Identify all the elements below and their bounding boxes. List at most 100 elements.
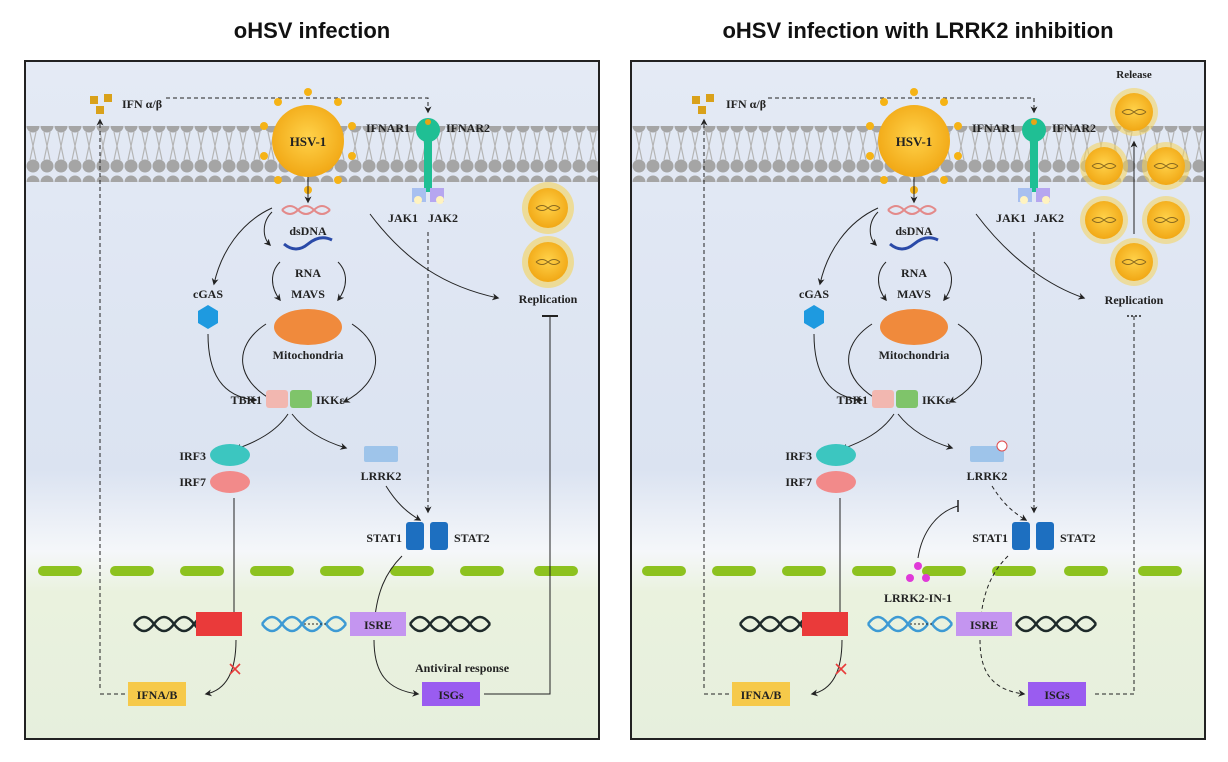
tbk1-to-lrrk2-arrow [291,413,348,450]
mitochondria-icon [880,309,948,345]
isre-to-isgs-arrow [979,639,1026,697]
dsdna-to-cgas-arrow [211,207,273,286]
ikke-label: IKKε [922,393,950,407]
hsv-virus-icon [260,88,356,194]
stat2-icon [1036,522,1054,550]
rna-to-mavs-arrow-right [337,261,346,302]
nuclear-envelope [38,566,578,576]
jak2-label: JAK2 [1034,211,1064,225]
tbk1-label: TBK1 [231,393,262,407]
isgs-inhibit-replication-line [514,316,551,695]
isgs-inhibit-replication-line [1094,316,1135,695]
lrrk2-icon [364,446,398,462]
rna-label: RNA [295,266,321,280]
stat1-icon [1012,522,1030,550]
irf7-label: IRF7 [785,475,812,489]
cgas-label: cGAS [799,287,829,301]
ifnab-box [732,682,790,706]
hsv-label: HSV-1 [896,134,933,149]
dsdna-icon [281,205,331,215]
right-diagram: IFN α/β HSV-1 IFNAR1 IFNAR2 JAK1 JAK2 Re… [632,62,1204,738]
cgas-to-tbk1-arrow [813,333,864,404]
ifnar2-label: IFNAR2 [1052,121,1096,135]
left-panel: IFN α/β HSV-1 IFNAR1 IFNAR2 JAK1 JAK2 [24,60,600,740]
ikke-icon [290,390,312,408]
tbk1-icon [266,390,288,408]
rna-to-mavs-arrow-left [272,261,281,302]
virion-icon [1141,195,1191,245]
dsdna-icon [887,205,937,215]
cgas-label: cGAS [193,287,223,301]
irf3-icon [210,444,250,466]
lrrk2-to-stat-arrow [385,485,422,521]
virion-icon [1109,87,1159,137]
ifnar1-label: IFNAR1 [972,121,1016,135]
isgs-box [1028,682,1086,706]
jak1-label: JAK1 [388,211,418,225]
mito-to-ikke-arrow [948,323,983,403]
ifnab-label: IFNA/B [137,688,178,702]
isgs-box [422,682,480,706]
jak1-label: JAK1 [996,211,1026,225]
tbk1-to-lrrk2-arrow [897,413,954,450]
hsv-label: HSV-1 [290,134,327,149]
right-panel-title: oHSV infection with LRRK2 inhibition [722,18,1114,43]
virion-icon [1079,141,1129,191]
stat1-label: STAT1 [366,531,402,545]
lrrk2-to-stat-arrow [991,485,1028,521]
lrrk2-label: LRRK2 [361,469,402,483]
phospho-icon [996,440,1008,452]
mitochondria-label: Mitochondria [273,348,344,362]
ifn-molecules-icon [90,94,112,114]
ifn-promoter-box [196,612,242,636]
ikke-icon [896,390,918,408]
isre-to-isgs-arrow [373,639,420,697]
promoter-to-ifnab-arrow [204,639,237,697]
isre-label: ISRE [970,618,998,632]
dsdna-to-replication-arrow [369,213,500,301]
irf7-label: IRF7 [179,475,206,489]
stat1-label: STAT1 [972,531,1008,545]
right-panel: IFN α/β HSV-1 IFNAR1 IFNAR2 JAK1 JAK2 Re… [630,60,1206,740]
virion-icon [1079,195,1129,245]
ikke-label: IKKε [316,393,344,407]
cgas-icon [804,305,824,329]
virion-icon [1141,141,1191,191]
isgs-label: ISGs [1044,688,1070,702]
stat2-label: STAT2 [454,531,490,545]
blocked-x-icon [229,663,241,675]
promoter-to-ifnab-arrow [810,639,843,697]
cgas-to-tbk1-arrow [207,333,258,404]
lrrk2-label: LRRK2 [967,469,1008,483]
inhibitor-to-lrrk2-line [917,505,959,559]
mavs-label: MAVS [291,287,325,301]
tbk1-icon [872,390,894,408]
stat2-label: STAT2 [1060,531,1096,545]
rna-to-mavs-arrow-right [943,261,952,302]
rna-icon [889,236,939,251]
isre-box [956,612,1012,636]
dsdna-label: dsDNA [289,224,327,238]
dsdna-label: dsDNA [895,224,933,238]
release-label: Release [1116,69,1152,81]
irf3-icon [816,444,856,466]
stat2-icon [430,522,448,550]
ifnab-box [128,682,186,706]
dsdna-to-rna-arrow [263,211,273,246]
mito-to-ikke-arrow [342,323,377,403]
irf3-label: IRF3 [179,449,206,463]
virion-icon [522,236,574,288]
isgs-label: ISGs [438,688,464,702]
ifnar-receptor-icon [412,118,444,204]
virion-icon [522,182,574,234]
replication-label: Replication [1105,293,1164,307]
ifn-label: IFN α/β [122,97,162,111]
ifn-to-receptor-arrow [166,97,432,114]
dsdna-to-replication-arrow [975,213,1086,300]
mitochondria-label: Mitochondria [879,348,950,362]
ifn-promoter-box [802,612,848,636]
cgas-icon [198,305,218,329]
virion-icon [1109,237,1159,287]
nuclear-envelope [642,566,1182,576]
dsdna-to-cgas-arrow [817,207,879,286]
